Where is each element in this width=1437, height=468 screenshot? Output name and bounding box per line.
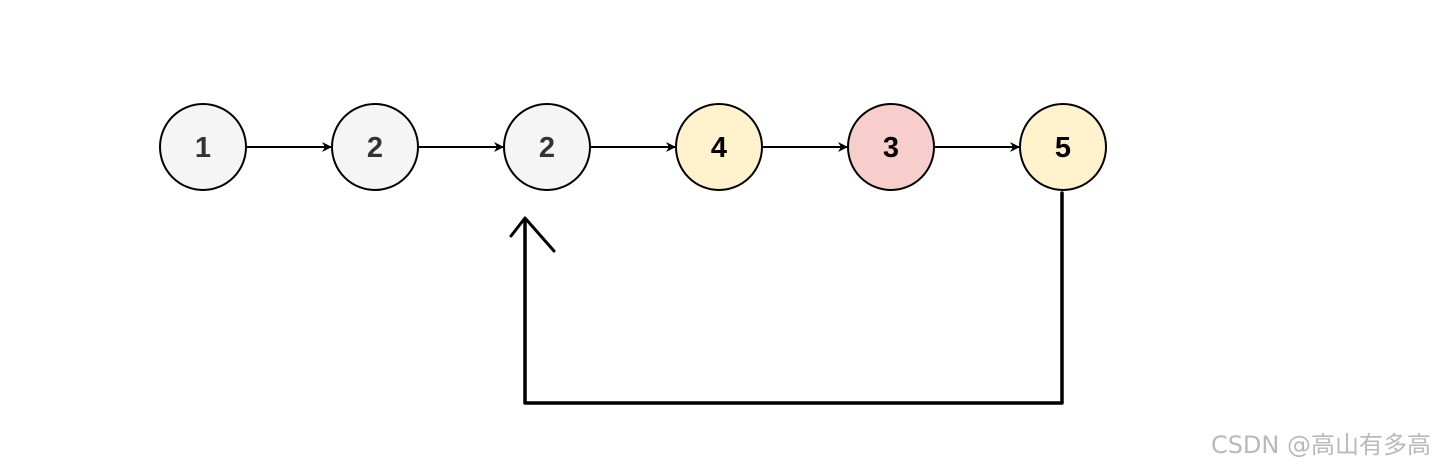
- node-label: 2: [367, 132, 383, 164]
- node-label: 3: [883, 132, 899, 164]
- node-circle: [1019, 103, 1107, 191]
- list-node-6: 5: [1019, 103, 1107, 191]
- node-circle: [331, 103, 419, 191]
- list-node-3: 2: [503, 103, 591, 191]
- list-node-2: 2: [331, 103, 419, 191]
- node-circle: [503, 103, 591, 191]
- node-label: 4: [711, 132, 727, 164]
- node-circle: [159, 103, 247, 191]
- node-label: 1: [195, 132, 211, 164]
- loop-edge-line: [523, 191, 1064, 405]
- node-label: 2: [539, 132, 555, 164]
- node-circle: [675, 103, 763, 191]
- list-node-1: 1: [159, 103, 247, 191]
- loop-edge-arrowhead: [509, 216, 556, 253]
- list-node-4: 4: [675, 103, 763, 191]
- list-node-5: 3: [847, 103, 935, 191]
- node-circle: [847, 103, 935, 191]
- node-label: 5: [1055, 132, 1071, 164]
- watermark: CSDN @高山有多高: [1210, 431, 1431, 459]
